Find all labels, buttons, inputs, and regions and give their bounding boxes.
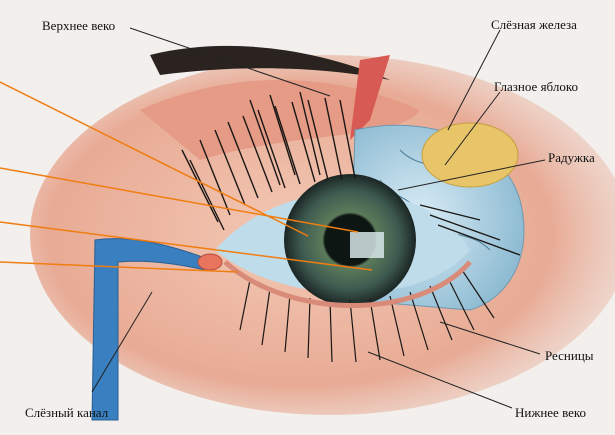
label-lashes: Ресницы [545,348,594,364]
label-tear-duct: Слёзный канал [25,405,108,421]
label-eyeball: Глазное яблоко [494,79,578,95]
label-upper-lid: Верхнее веко [42,18,115,34]
label-lower-lid: Нижнее веко [515,405,586,421]
iris-highlight [350,232,384,258]
label-lacrimal-gland: Слёзная железа [491,17,577,33]
tear-punctum [198,254,222,270]
label-iris: Радужка [548,150,595,166]
